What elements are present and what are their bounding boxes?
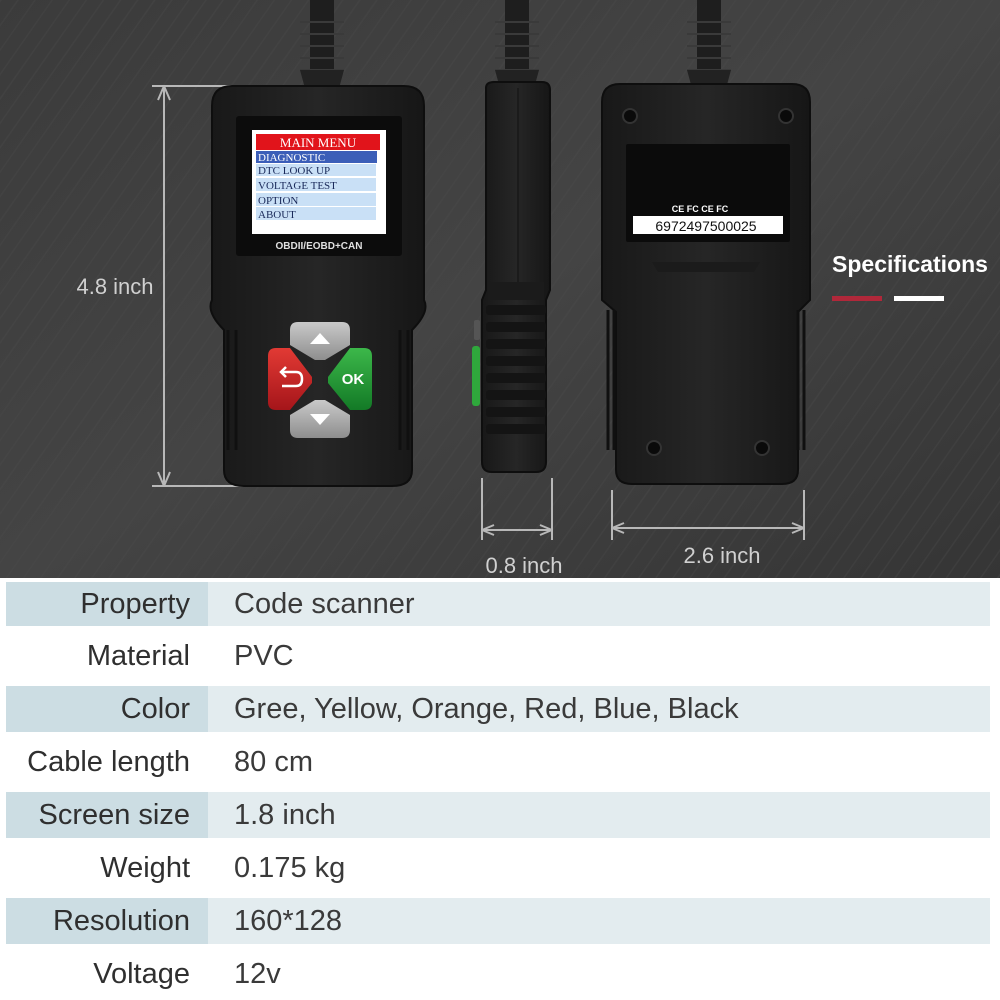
spec-row-color: Color Gree, Yellow, Orange, Red, Blue, B… [0,682,1000,736]
back-button [268,348,312,410]
spec-property: Property [80,587,190,620]
spec-value: 12v [234,957,281,990]
certification-marks: CE FC CE FC [672,204,729,214]
spec-property: Resolution [52,904,190,937]
spec-row-screen-size: Screen size 1.8 inch [0,788,1000,842]
scanner-back: CE FC CE FC 6972497500025 [601,83,811,485]
spec-row-weight: Weight 0.175 kg [0,842,1000,894]
scanner-side [472,81,551,473]
specifications-table: Property Code scanner Material PVC Color… [0,578,1000,1000]
screen-menu-item: ABOUT [258,209,296,221]
spec-property: Screen size [38,798,190,831]
brand-line: OBDII/EOBD+CAN [276,241,363,252]
spec-property: Material [86,639,190,672]
spec-property: Color [120,692,190,725]
spec-value: 0.175 kg [234,851,346,884]
ok-label: OK [342,371,365,388]
screen-menu-item: VOLTAGE TEST [258,180,337,192]
spec-property: Cable length [27,745,190,778]
barcode-number: 6972497500025 [655,218,756,234]
spec-value: Code scanner [234,587,415,620]
scanner-front: MAIN MENU DIAGNOSTIC DTC LOOK UP VOLTAGE… [209,85,427,487]
side-green-button [472,346,480,406]
spec-row-resolution: Resolution 160*128 [0,894,1000,948]
width-label: 2.6 inch [683,543,760,568]
screen-menu-title: MAIN MENU [280,135,357,150]
screen-menu-item: DIAGNOSTIC [258,152,325,164]
spec-row-voltage: Voltage 12v [0,948,1000,1000]
product-hero-image: 4.8 inch MAIN MENU DIAGNOSTIC DTC LOOK U… [0,0,1000,578]
up-arrow-icon [310,333,330,344]
height-label: 4.8 inch [76,274,153,299]
return-arrow-icon [279,366,304,388]
depth-label: 0.8 inch [485,553,562,578]
spec-value: 1.8 inch [234,798,336,831]
screen-menu-item: DTC LOOK UP [258,165,330,177]
spec-value: PVC [234,639,294,672]
spec-row-cable-length: Cable length 80 cm [0,736,1000,788]
spec-property: Weight [100,851,190,884]
heading-accent-red [832,296,882,301]
depth-dimension [481,478,553,540]
width-dimension [611,490,805,540]
spec-value: 80 cm [234,745,313,778]
screen-menu-item: OPTION [258,195,298,207]
heading-accent-white [894,296,944,301]
spec-value: Gree, Yellow, Orange, Red, Blue, Black [234,692,739,725]
ok-button [328,348,372,410]
spec-row-material: Material PVC [0,630,1000,682]
down-arrow-icon [310,414,330,425]
spec-row-property: Property Code scanner [0,578,1000,630]
spec-value: 160*128 [234,904,343,937]
cable [300,0,731,95]
spec-property: Voltage [93,957,190,990]
specifications-heading: Specifications [832,251,988,277]
